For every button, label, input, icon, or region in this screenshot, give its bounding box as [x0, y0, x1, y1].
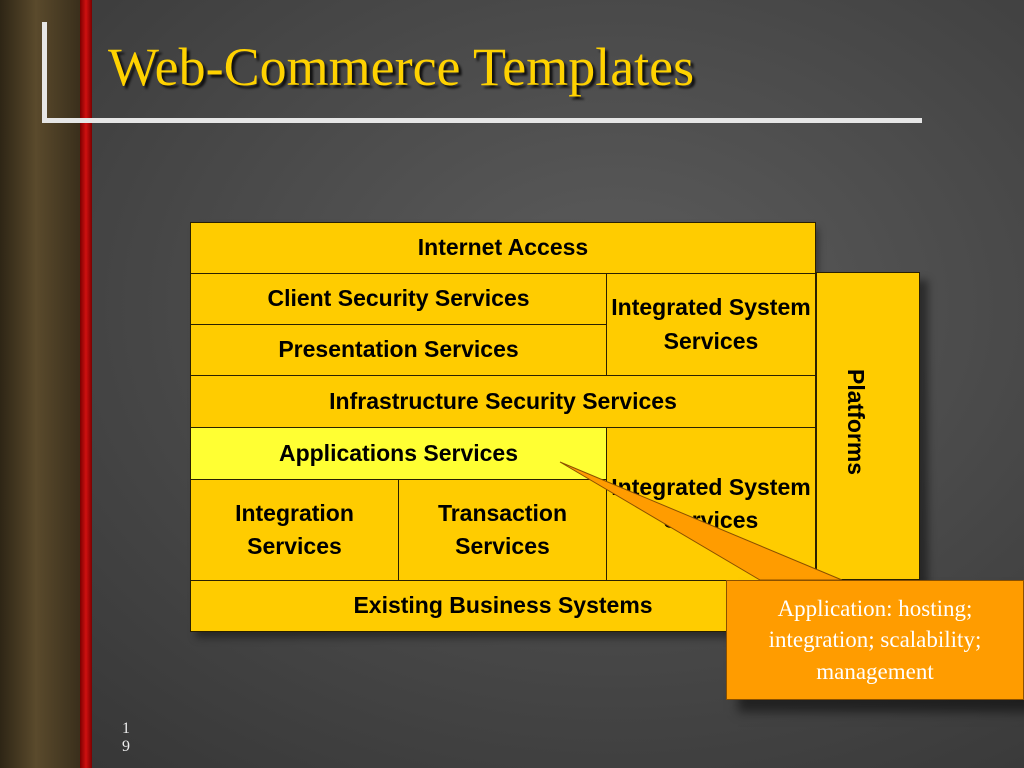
- title-frame-horizontal: [42, 118, 922, 123]
- infrastructure-security-block: Infrastructure Security Services: [190, 375, 816, 428]
- integrated-system-block-top: Integrated System Services: [606, 273, 816, 376]
- callout-text: Application: hosting; integration; scala…: [768, 596, 982, 684]
- application-callout: Application: hosting; integration; scala…: [726, 580, 1024, 700]
- integrated-system-block-bottom: Integrated System Services: [606, 427, 816, 581]
- integration-block: Integration Services: [190, 479, 399, 581]
- presentation-block: Presentation Services: [190, 324, 607, 376]
- platforms-label: Platforms: [843, 369, 869, 476]
- existing-business-block: Existing Business Systems: [190, 580, 816, 632]
- title-frame-vertical: [42, 22, 47, 122]
- transaction-block: Transaction Services: [398, 479, 607, 581]
- page-number: 19: [122, 720, 130, 755]
- red-accent-stripe: [80, 0, 92, 768]
- left-decor-bar: [0, 0, 80, 768]
- platforms-block: Platforms: [816, 272, 920, 580]
- slide-title: Web-Commerce Templates: [108, 37, 695, 97]
- internet-access-block: Internet Access: [190, 222, 816, 274]
- client-security-block: Client Security Services: [190, 273, 607, 325]
- applications-block: Applications Services: [190, 427, 607, 480]
